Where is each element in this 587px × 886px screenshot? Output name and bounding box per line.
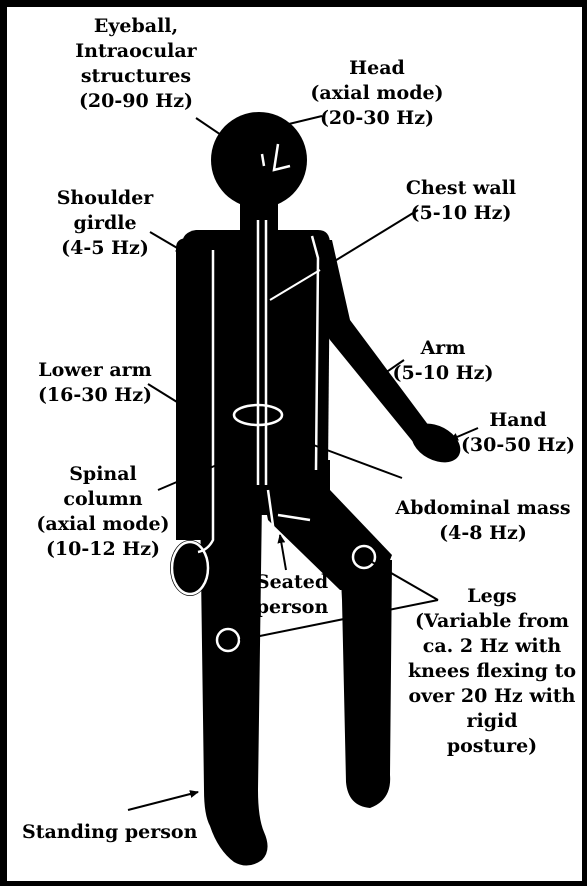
label-hand: Hand (30-50 Hz) bbox=[460, 408, 576, 458]
label-standing-person: Standing person bbox=[22, 820, 197, 845]
label-head: Head (axial mode) (20-30 Hz) bbox=[302, 56, 452, 131]
label-seated-person: Seated person bbox=[250, 570, 334, 620]
label-lower-arm: Lower arm (16-30 Hz) bbox=[30, 358, 160, 408]
label-chest-wall: Chest wall (5-10 Hz) bbox=[386, 176, 536, 226]
label-eyeball: Eyeball, Intraocular structures (20-90 H… bbox=[58, 14, 214, 114]
label-legs: Legs (Variable from ca. 2 Hz with knees … bbox=[404, 584, 580, 759]
label-arm: Arm (5-10 Hz) bbox=[388, 336, 498, 386]
label-shoulder-girdle: Shoulder girdle (4-5 Hz) bbox=[40, 186, 170, 261]
label-abdominal-mass: Abdominal mass (4-8 Hz) bbox=[392, 496, 574, 546]
label-spinal-column: Spinal column (axial mode) (10-12 Hz) bbox=[28, 462, 178, 562]
